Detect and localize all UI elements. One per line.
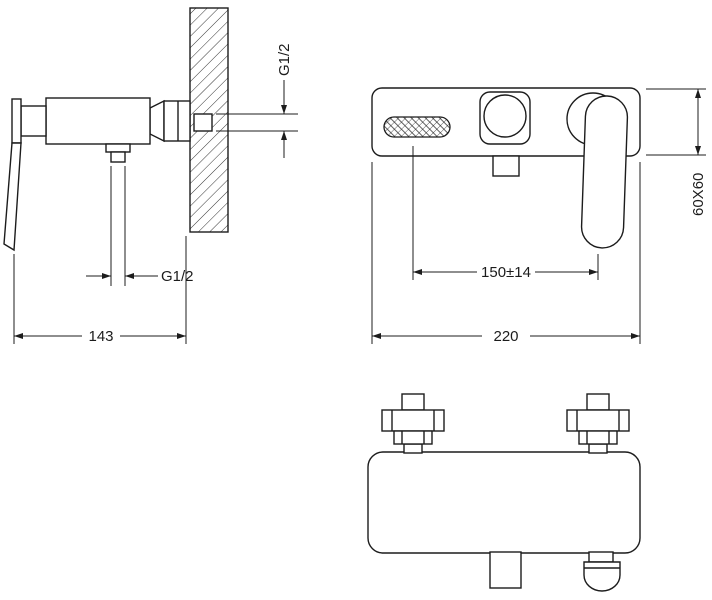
front-view bbox=[371, 87, 641, 249]
cartridge-cap-side bbox=[20, 105, 47, 137]
arrow-down-icon bbox=[695, 146, 701, 155]
handle-hub-side bbox=[11, 98, 22, 144]
arrow-left-icon bbox=[413, 269, 422, 275]
dim-label-thread-top: G1/2 bbox=[276, 43, 293, 76]
dim-g12-top: G1/2 bbox=[216, 43, 298, 158]
dim-label-section: 60X60 bbox=[690, 173, 707, 216]
dim-60x60: 60X60 bbox=[646, 88, 707, 216]
arrow-left-icon bbox=[14, 333, 23, 339]
outlet-flange-side bbox=[105, 143, 131, 153]
bottom-view bbox=[367, 393, 641, 592]
dim-143: 143 bbox=[13, 236, 187, 345]
dim-label-thread-bottom: G1/2 bbox=[161, 268, 194, 285]
aerator-slot bbox=[383, 116, 451, 138]
outlet-front bbox=[492, 155, 520, 177]
arrow-up-icon bbox=[281, 131, 287, 140]
arrow-right-icon bbox=[589, 269, 598, 275]
wall-thread-square bbox=[193, 113, 213, 132]
mounting-fitting-right bbox=[566, 393, 630, 454]
arrow-right-icon bbox=[177, 333, 186, 339]
dim-label-inlet-centers: 150±14 bbox=[481, 264, 531, 281]
mixer-body-bottom bbox=[367, 451, 641, 554]
dim-label-width: 220 bbox=[493, 328, 518, 345]
arrow-right-icon bbox=[102, 273, 111, 279]
diverter-circle bbox=[483, 94, 527, 138]
mounting-fitting-left bbox=[381, 393, 445, 454]
arrow-left-icon bbox=[125, 273, 134, 279]
handle-end-bottom bbox=[583, 551, 621, 592]
outlet-thread-side bbox=[110, 151, 126, 163]
diverter-plate bbox=[479, 91, 531, 145]
arrow-left-icon bbox=[372, 333, 381, 339]
dim-150: 150±14 bbox=[412, 146, 599, 281]
arrow-down-icon bbox=[281, 105, 287, 114]
arrow-right-icon bbox=[631, 333, 640, 339]
arrow-up-icon bbox=[695, 89, 701, 98]
wall-collar bbox=[149, 99, 165, 143]
faucet-body-side bbox=[45, 97, 151, 145]
side-view bbox=[3, 7, 229, 252]
outlet-bottom bbox=[489, 551, 522, 589]
dim-220: 220 bbox=[371, 162, 641, 345]
dim-label-depth: 143 bbox=[88, 328, 113, 345]
wall-pipe bbox=[163, 100, 191, 142]
handle-lever-front bbox=[580, 95, 629, 249]
dim-g12-bottom: G1/2 bbox=[86, 166, 194, 286]
handle-lever-side bbox=[3, 142, 22, 252]
